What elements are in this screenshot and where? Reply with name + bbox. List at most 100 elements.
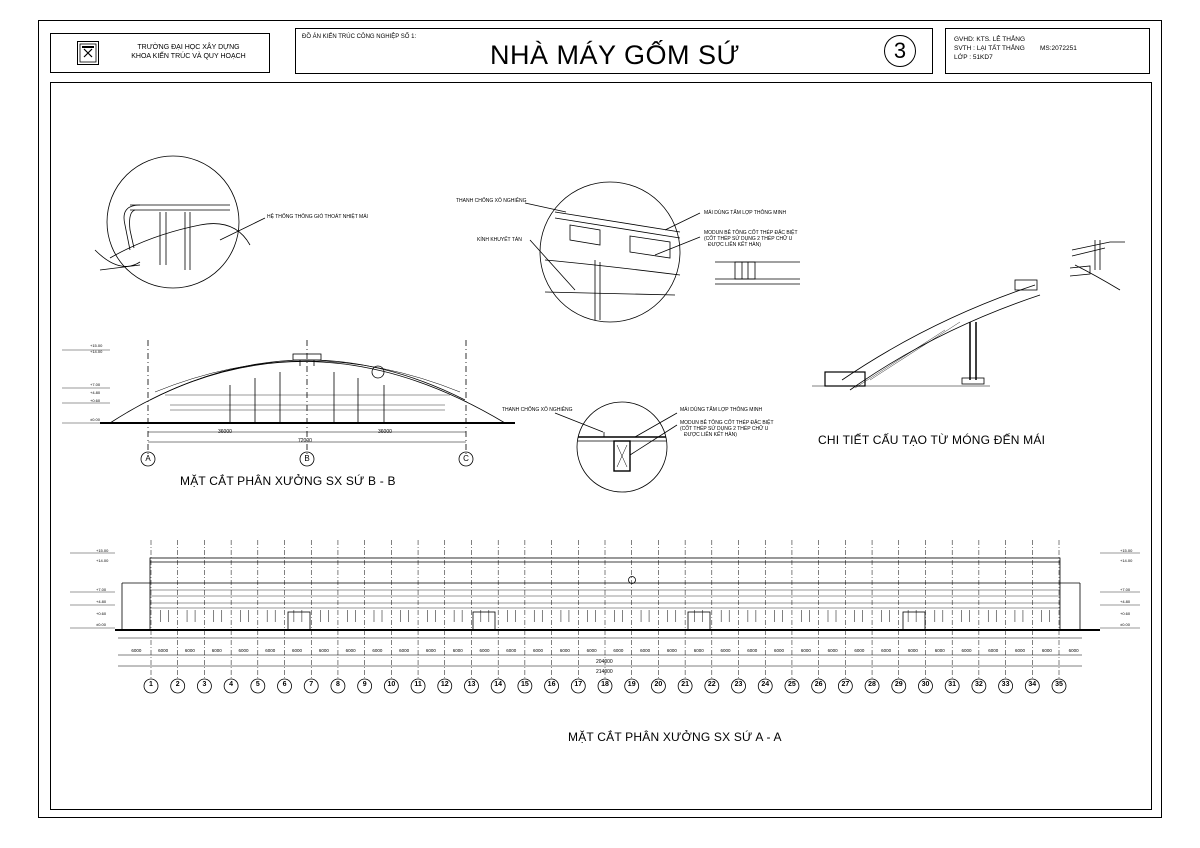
aa-bay-dim: 6000	[345, 648, 356, 653]
detail-roof-vent-circle	[94, 155, 251, 289]
aa-bay-dim: 6000	[131, 648, 142, 653]
section-aa-drawing	[70, 552, 1140, 667]
aa-axis-label: 25	[788, 681, 796, 688]
roof-panel-module-note-3: ĐƯỢC LIÊN KẾT HÀN)	[708, 242, 761, 248]
drawing-frame	[50, 82, 1152, 810]
bb-axis-b: B	[304, 454, 310, 463]
aa-bay-dim: 6000	[158, 648, 169, 653]
school-line-1: TRƯỜNG ĐẠI HỌC XÂY DỰNG	[137, 44, 240, 51]
middle-module-note-1: MODUN BÊ TÔNG CỐT THÉP ĐẶC BIỆT	[680, 420, 774, 426]
aa-axis-label: 3	[202, 681, 207, 688]
bb-dim-total: 72000	[298, 438, 312, 444]
module-plan	[715, 261, 800, 285]
school-logo-icon	[79, 43, 97, 63]
middle-module-note-2: (CỐT THÉP SỬ DỤNG 2 THÉP CHỮ U	[680, 426, 769, 432]
aa-level-r6: ±0.00	[1120, 622, 1130, 627]
aa-level-r1: +15.00	[1120, 548, 1133, 553]
aa-level-l2: +14.00	[96, 558, 109, 563]
aa-axis-label: 33	[1001, 681, 1010, 688]
aa-bay-dim: 6000	[399, 648, 410, 653]
aa-axis-bubble	[277, 678, 292, 694]
roof-panel-roof-note: MÁI DÙNG TẤM LỢP THÔNG MINH	[704, 210, 787, 216]
aa-bay-dim: 6000	[774, 648, 785, 653]
aa-axis-bubble	[704, 678, 720, 694]
bb-dim-right: 36000	[378, 429, 392, 435]
bb-axis-a: A	[145, 454, 151, 463]
aa-dim-total: 214000	[596, 669, 613, 675]
student-box: GVHD: KTS. LÊ THẮNG SVTH : LẠI TẤT THẮNG…	[945, 28, 1150, 74]
aa-bay-dim: 6000	[1015, 648, 1026, 653]
aa-level-r2: +14.00	[1120, 558, 1133, 563]
aa-axis-bubble	[143, 678, 159, 694]
bb-level-2: +14.00	[90, 349, 103, 354]
aa-axis-bubble	[811, 678, 827, 694]
aa-axis-bubble	[757, 678, 773, 694]
aa-axis-bubble	[651, 678, 666, 694]
aa-axis-bubble	[303, 678, 319, 694]
middle-roof-leader	[634, 412, 678, 438]
aa-axis-bubble	[624, 678, 640, 694]
roof-vent-note: HỆ THỐNG THÔNG GIÓ THOÁT NHIỆT MÁI	[267, 214, 368, 220]
aa-axis-label: 35	[1055, 681, 1063, 688]
brace-leader	[524, 202, 567, 213]
sheet-number: 3	[884, 35, 916, 67]
section-aa-grid	[143, 540, 1067, 694]
bb-axis-c: C	[463, 454, 469, 463]
aa-axis-bubble	[597, 678, 613, 694]
aa-axis-label: 16	[547, 681, 556, 688]
aa-level-l5: +0.60	[96, 611, 107, 616]
aa-bay-dim: 6000	[559, 648, 570, 653]
aa-axis-bubble	[570, 678, 586, 694]
aa-axis-label: 17	[574, 681, 583, 688]
aa-axis-bubble	[490, 678, 506, 694]
roof-panel-module-note-1: MODUN BÊ TÔNG CỐT THÉP ĐẶC BIỆT	[704, 230, 798, 236]
aa-axis-label: 30	[921, 681, 930, 688]
aa-bay-dim: 6000	[961, 648, 972, 653]
roof-panel-glass-note: KÍNH KHUYẾT TÁN	[477, 237, 522, 243]
middle-module-note-3: ĐƯỢC LIÊN KẾT HÀN)	[684, 432, 737, 438]
aa-bay-dim: 6000	[372, 648, 383, 653]
aa-axis-label: 19	[627, 681, 636, 688]
aa-bay-dim: 6000	[720, 648, 731, 653]
aa-axis-label: 29	[894, 681, 903, 688]
aa-axis-bubble	[1051, 678, 1067, 694]
foundation-roof-detail	[812, 279, 1041, 391]
bb-level-4: +4.80	[90, 390, 101, 395]
aa-axis-label: 20	[654, 681, 663, 688]
aa-axis-bubble	[357, 678, 373, 694]
aa-axis-bubble	[464, 678, 479, 694]
sheet-border	[38, 20, 1162, 818]
aa-axis-label: 1	[149, 681, 153, 688]
aa-bay-dim: 6000	[318, 648, 329, 653]
aa-axis-label: 9	[362, 681, 367, 688]
aa-bay-dim: 6000	[506, 648, 517, 653]
aa-axis-bubble	[677, 678, 693, 694]
aa-bay-dim: 6000	[1068, 648, 1079, 653]
bb-level-3: +7.00	[90, 382, 101, 387]
aa-level-r3: +7.00	[1120, 587, 1131, 592]
aa-axis-label: 4	[229, 681, 234, 688]
aa-bay-dim: 6000	[533, 648, 544, 653]
aa-bay-dim: 6000	[452, 648, 463, 653]
aa-bay-dim: 6000	[666, 648, 677, 653]
aa-axis-label: 21	[681, 681, 689, 688]
aa-level-l1: +15.00	[96, 548, 109, 553]
aa-axis-bubble	[944, 678, 960, 694]
school-logo	[77, 41, 99, 65]
aa-bay-dim: 6000	[881, 648, 892, 653]
aa-axis-label: 27	[841, 681, 850, 688]
aa-bay-dim: 6000	[827, 648, 838, 653]
aa-axis-bubble	[918, 678, 933, 694]
aa-level-l3: +7.00	[96, 587, 107, 592]
aa-axis-bubble	[517, 678, 533, 694]
aa-axis-label: 23	[734, 681, 743, 688]
school-box: TRƯỜNG ĐẠI HỌC XÂY DỰNG KHOA KIẾN TRÚC V…	[50, 33, 270, 73]
section-bb-title: MẶT CẮT PHÂN XƯỞNG SX SỨ B - B	[180, 474, 396, 488]
bb-level-1: +15.00	[90, 343, 103, 348]
bb-level-6: ±0.00	[90, 417, 100, 422]
aa-dim-mid: 204000	[596, 659, 613, 665]
aa-bay-dim: 6000	[800, 648, 811, 653]
aa-axis-bubble	[837, 678, 853, 694]
middle-module-leader	[629, 424, 678, 456]
aa-level-r5: +0.60	[1120, 611, 1131, 616]
